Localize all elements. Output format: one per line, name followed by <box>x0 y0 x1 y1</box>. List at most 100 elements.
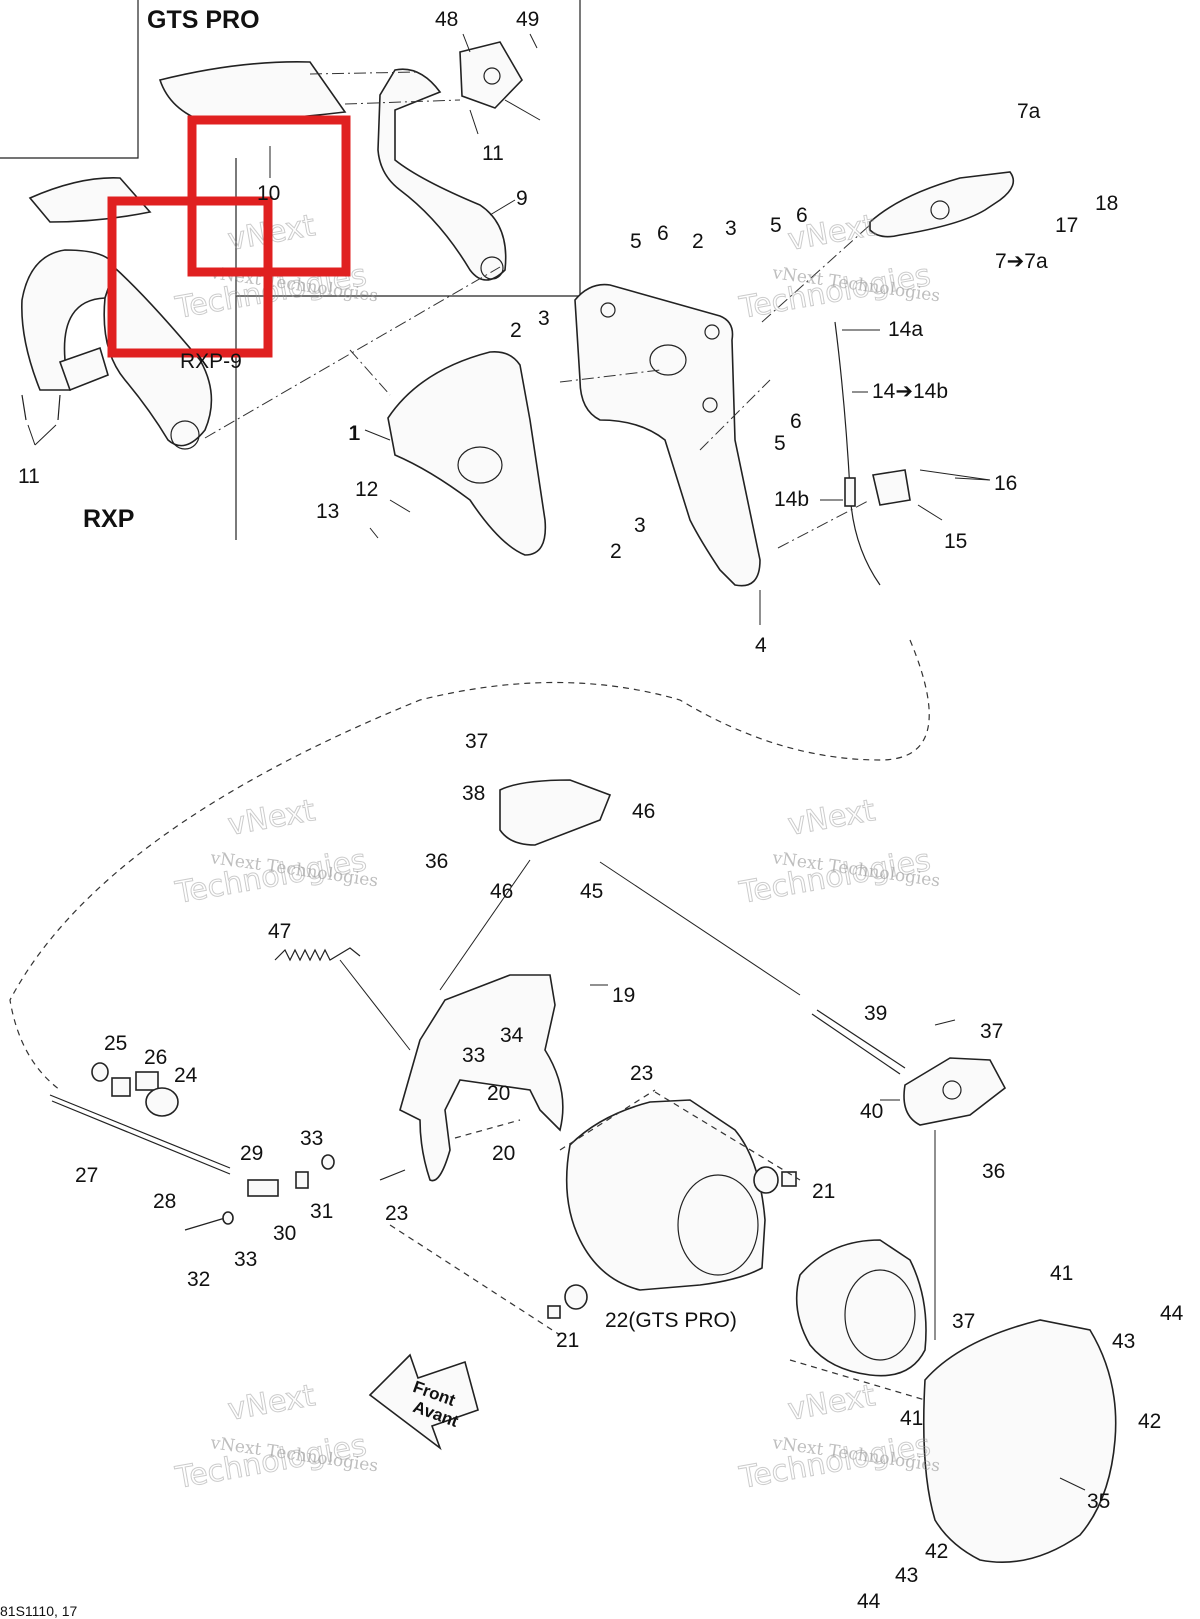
callout: 1 <box>349 422 361 445</box>
svg-text:Technologies: Technologies <box>736 258 933 326</box>
callout: 23 <box>385 1202 408 1225</box>
rxp-screws-11 <box>21 394 61 446</box>
parts-24-26-bushings <box>91 1062 179 1117</box>
upper-leader-lines <box>204 224 991 625</box>
callout: 3 <box>725 217 737 240</box>
callout: 37 <box>465 730 488 753</box>
callout: 2 <box>610 540 622 563</box>
callout: 43 <box>1112 1330 1135 1353</box>
part-38-bracket <box>499 779 612 846</box>
callout: 3 <box>634 514 646 537</box>
callout: 42 <box>925 1540 948 1563</box>
callout: 2 <box>692 230 704 253</box>
callout: 39 <box>864 1002 887 1025</box>
callout: 2 <box>510 319 522 342</box>
callout: 48 <box>435 8 458 31</box>
callout: 46 <box>490 880 513 903</box>
callout: 5 <box>630 230 642 253</box>
callout: 7a <box>1017 100 1041 123</box>
callout: 29 <box>240 1142 263 1165</box>
callout: 9 <box>516 187 528 210</box>
part-cable-lower <box>49 1094 231 1175</box>
gts-pro-lever-9 <box>377 68 507 281</box>
callout: 18 <box>1095 192 1118 215</box>
callout: 49 <box>516 8 539 31</box>
callout: 11 <box>482 142 504 165</box>
callout: 6 <box>796 204 808 227</box>
callout: 33 <box>462 1044 485 1067</box>
part-35-reverse-gate <box>922 1319 1117 1563</box>
rxp-scoop <box>21 249 116 392</box>
part-21-bushings <box>547 1166 797 1319</box>
rxp-title: RXP <box>83 505 134 533</box>
callout: 5 <box>770 214 782 237</box>
callout: 41 <box>900 1407 923 1430</box>
watermark-mid-right: vNext vNext Technologies Technologies <box>736 793 941 912</box>
svg-text:vNext: vNext <box>225 1378 318 1428</box>
svg-text:Technologies: Technologies <box>172 843 369 911</box>
front-direction-arrow: Front Avant <box>368 1353 479 1451</box>
callout: 35 <box>1087 1490 1110 1513</box>
callout: 20 <box>487 1082 510 1105</box>
callout: 40 <box>860 1100 883 1123</box>
svg-text:vNext: vNext <box>785 1378 878 1428</box>
callout: 1 <box>348 422 360 445</box>
part-1-cover <box>387 350 547 556</box>
callout: 32 <box>187 1268 210 1291</box>
callout: 31 <box>310 1200 333 1223</box>
callout: 21 <box>556 1329 579 1352</box>
callout: 42 <box>1138 1410 1161 1433</box>
rxp-deflector-plate <box>28 177 152 223</box>
callout: 11 <box>18 465 40 488</box>
highlight-box-rxp <box>107 196 273 358</box>
part-22-nozzle-housing <box>565 1099 766 1291</box>
callout: 15 <box>944 530 967 553</box>
parts-30-33-hardware <box>184 1154 406 1231</box>
part-4-plate <box>574 283 761 587</box>
callout: 17 <box>1055 214 1078 237</box>
gts-pro-leader-lines <box>269 33 541 216</box>
callout: 12 <box>355 478 378 501</box>
part-40-bracket <box>903 1057 1007 1126</box>
callout: 27 <box>75 1164 98 1187</box>
callout: 14b <box>774 488 809 511</box>
callout: 5 <box>774 432 786 455</box>
part-7-bracket <box>869 171 1015 238</box>
callout: 6 <box>790 410 802 433</box>
callout: 14a <box>888 318 923 341</box>
callout: 37 <box>980 1020 1003 1043</box>
callout: 33 <box>300 1127 323 1150</box>
figure-reference-code: 81S1110, 17 <box>0 1603 78 1619</box>
callout: 23 <box>630 1062 653 1085</box>
callout-labels: 48 49 11 10 9 1 11 RXP-9 7a 18 17 7➔7a 5… <box>18 8 1184 1613</box>
callout: 36 <box>425 850 448 873</box>
callout: 45 <box>580 880 603 903</box>
callout: 19 <box>612 984 635 1007</box>
callout: 28 <box>153 1190 176 1213</box>
callout: 43 <box>895 1564 918 1587</box>
callout: 44 <box>857 1590 881 1613</box>
part-47-spring <box>274 947 361 962</box>
callout: 26 <box>144 1046 167 1069</box>
gts-pro-bracket-48 <box>459 41 523 109</box>
nozzle-ring <box>795 1239 927 1377</box>
callout: 7➔7a <box>995 250 1048 273</box>
part-19-bracket <box>399 974 564 1182</box>
callout: 41 <box>1050 1262 1073 1285</box>
callout: 13 <box>316 500 339 523</box>
callout: 14➔14b <box>872 380 948 403</box>
svg-text:Technologies: Technologies <box>736 843 933 911</box>
callout: 38 <box>462 782 485 805</box>
callout: 37 <box>952 1310 975 1333</box>
svg-text:Technologies: Technologies <box>736 1428 933 1496</box>
callout: 21 <box>812 1180 835 1203</box>
callout: 36 <box>982 1160 1005 1183</box>
watermark-mid-left: vNext vNext Technologies Technologies <box>172 793 379 912</box>
part-14-cable <box>834 321 881 586</box>
callout: 25 <box>104 1032 127 1055</box>
part-39-rod <box>811 1009 906 1075</box>
upper-connection-dashed-loop <box>9 639 930 1091</box>
callout: 3 <box>538 307 550 330</box>
